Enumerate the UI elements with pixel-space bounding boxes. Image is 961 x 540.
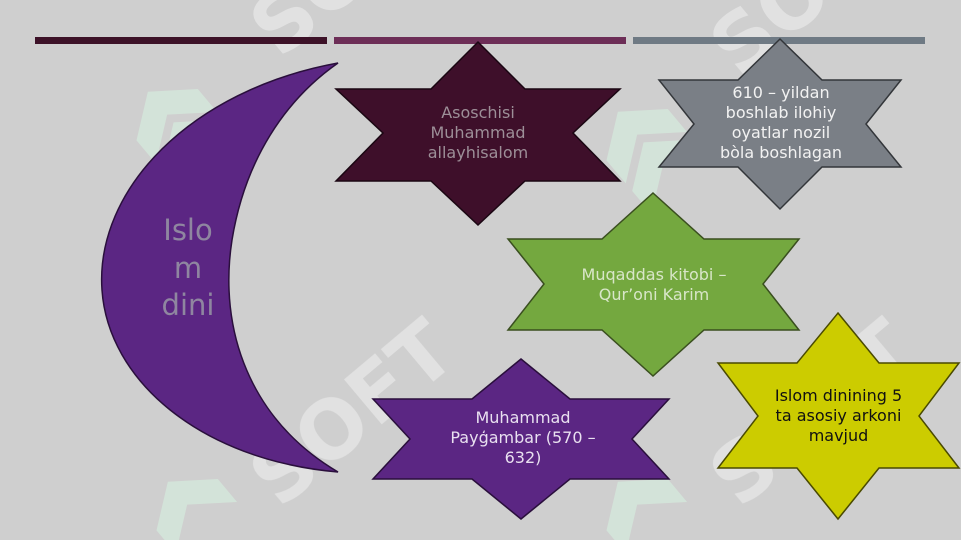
star-founder-label: Asoschisi Muhammad allayhisalom: [427, 103, 529, 162]
star-prophet-label: Muhammad Payģambar (570 – 632): [450, 408, 596, 467]
star-quran-label: Muqaddas kitobi – Qur’oni Karim: [581, 265, 727, 304]
watermark-logo-icon: [156, 478, 238, 540]
star-quran-shape: [506, 191, 801, 378]
star-pillars-label: Islom dinining 5 ta asosiy arkoni mavjud: [774, 386, 903, 445]
top-bar-1: [35, 37, 327, 44]
star-prophet-shape: [371, 358, 671, 520]
star-revelation-label: 610 – yildan boshlab ilohiy oyatlar nozi…: [719, 83, 843, 162]
star-revelation-shape: [657, 37, 903, 211]
star-pillars-shape: [716, 311, 961, 521]
star-founder-shape: [334, 40, 622, 227]
top-bar-2: [334, 37, 626, 44]
crescent-label: Islo m dini: [161, 213, 215, 323]
crescent-moon-shape: [100, 62, 339, 473]
watermark-logo-icon: [606, 478, 688, 540]
